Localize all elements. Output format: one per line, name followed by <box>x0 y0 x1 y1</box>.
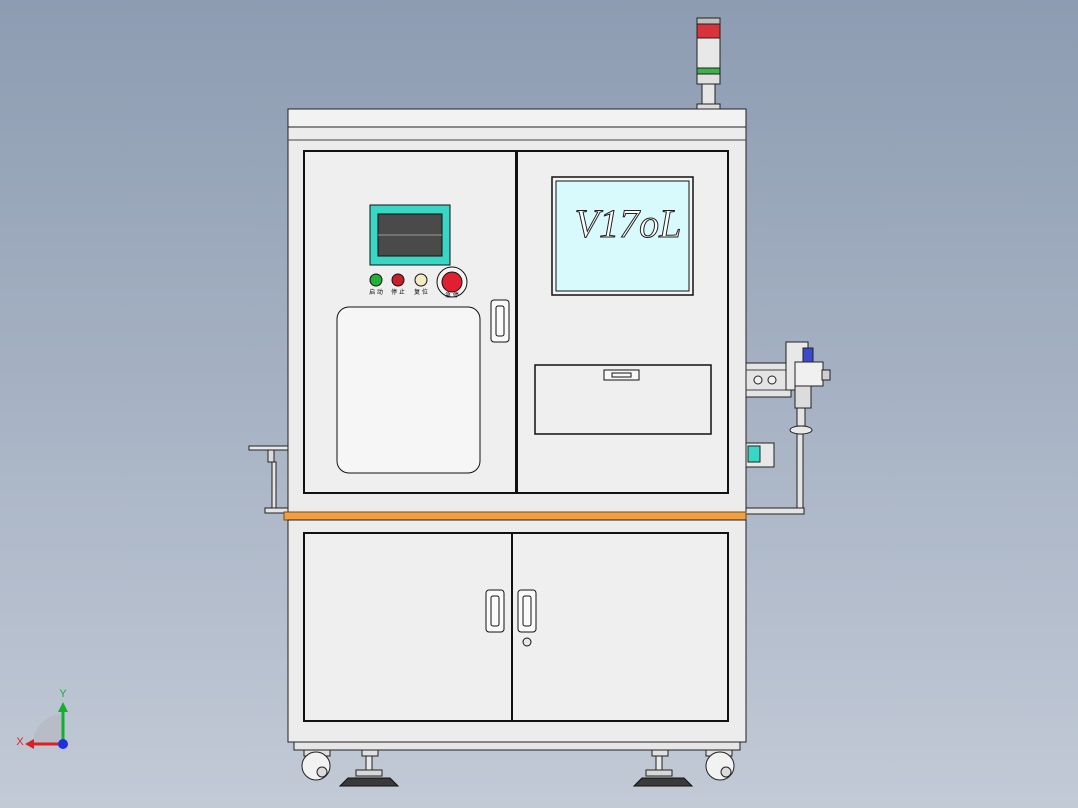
y-axis-label: Y <box>59 688 67 700</box>
svg-text:复 位: 复 位 <box>414 288 428 296</box>
base-plate <box>293 741 741 751</box>
svg-text:停 止: 停 止 <box>391 288 405 296</box>
left-caster <box>301 749 331 781</box>
signal-tower <box>696 17 721 110</box>
start-button[interactable]: 启 动 <box>369 273 383 296</box>
drawer-handle[interactable] <box>603 369 640 381</box>
svg-text:启 动: 启 动 <box>369 288 383 296</box>
lower-left-door[interactable] <box>303 532 513 722</box>
cabinet-top <box>287 108 747 128</box>
lower-right-door[interactable] <box>511 532 729 722</box>
base-strip <box>283 511 747 521</box>
right-foot <box>632 749 694 787</box>
window-text: V17oL <box>575 201 682 246</box>
left-door-window <box>336 306 481 474</box>
emergency-stop-button[interactable]: 急 停 <box>436 266 468 299</box>
axis-triad: Y X <box>16 688 68 749</box>
right-caster <box>705 749 735 781</box>
right-side-mechanism <box>745 341 831 515</box>
stop-button[interactable]: 停 止 <box>391 273 405 296</box>
reset-button[interactable]: 复 位 <box>414 273 428 296</box>
svg-text:急 停: 急 停 <box>445 291 459 299</box>
z-axis-icon <box>58 739 68 749</box>
left-bracket <box>248 445 289 514</box>
x-axis-label: X <box>16 736 24 748</box>
hmi-panel[interactable] <box>369 204 451 266</box>
door-lock[interactable] <box>522 637 532 647</box>
left-foot <box>338 749 400 787</box>
